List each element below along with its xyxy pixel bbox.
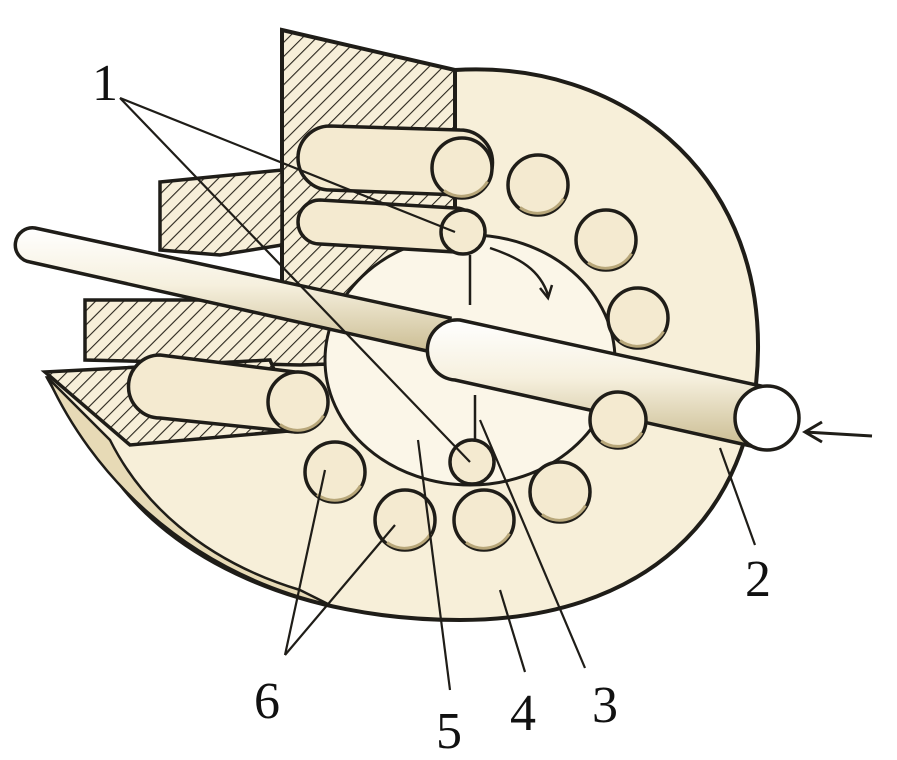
work-rod-thin <box>13 226 452 358</box>
callout-6: 6 <box>254 673 280 730</box>
support-roller <box>373 488 437 552</box>
roller-ring <box>266 136 670 552</box>
work-rod <box>13 226 801 452</box>
callout-2: 2 <box>745 551 771 608</box>
support-roller-shade <box>519 197 565 215</box>
support-roller-shade <box>619 330 665 348</box>
working-roller-lower <box>448 438 496 486</box>
callout-5: 5 <box>436 703 462 760</box>
support-roller-shade <box>386 532 432 550</box>
leader-lines <box>119 96 757 691</box>
roller-motion-arrows <box>468 246 554 440</box>
support-roller-shade <box>587 252 633 270</box>
hatched-guide-upper <box>158 168 284 257</box>
support-roller <box>266 370 330 434</box>
support-roller <box>430 136 494 200</box>
callout-1: 1 <box>92 55 118 112</box>
support-roller-shade <box>443 180 489 198</box>
working-roller-upper <box>439 208 487 256</box>
support-roller <box>528 460 592 524</box>
work-rod-end <box>733 384 801 452</box>
support-roller <box>452 488 516 552</box>
callout-4: 4 <box>510 685 536 742</box>
housing-lower-shade <box>46 377 331 607</box>
support-roller <box>574 208 638 272</box>
support-roller <box>606 286 670 350</box>
support-roller <box>303 440 367 504</box>
feed-arrow-icon <box>802 420 873 444</box>
support-roller <box>588 390 648 450</box>
callout-3: 3 <box>592 677 618 734</box>
support-roller-shade <box>279 414 325 432</box>
support-roller-shade <box>316 484 362 502</box>
support-roller-shade <box>600 431 644 448</box>
support-roller-shade <box>541 504 587 522</box>
support-roller-shade <box>465 532 511 550</box>
support-roller <box>506 153 570 217</box>
